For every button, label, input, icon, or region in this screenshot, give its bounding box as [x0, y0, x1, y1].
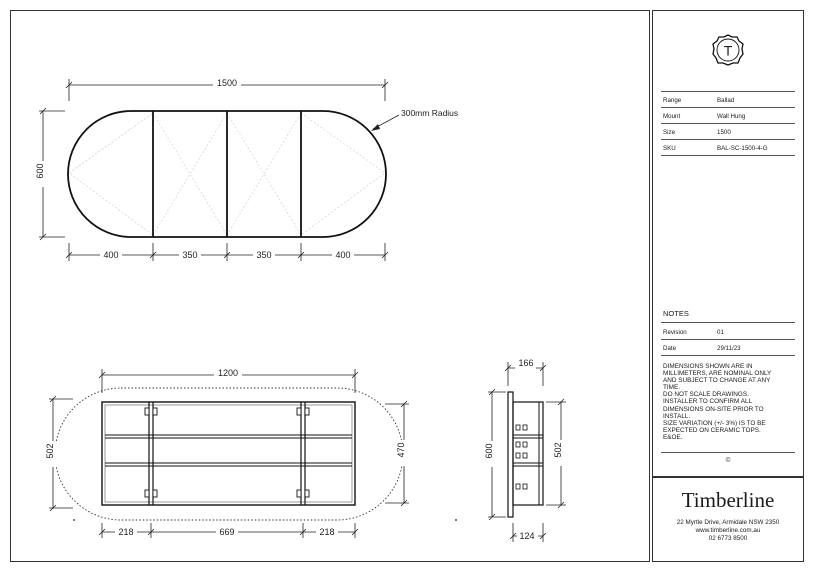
spec-label: Size [661, 123, 715, 140]
cabinet-body [101, 401, 356, 506]
brand-website: www.timberline.com.au [695, 527, 761, 534]
top-segment-2: 350 [182, 250, 197, 260]
notes-label: Revision [661, 324, 715, 340]
side-depth-label: 166 [518, 358, 533, 368]
panel-dividers [152, 111, 302, 237]
brand-address: 22 Myrtle Drive, Armidale NSW 2350 [676, 519, 780, 526]
disclaimer-line: DIMENSIONS SHOWN ARE IN [663, 363, 753, 370]
side-cabinet-body [512, 401, 544, 506]
top-segment-1: 400 [103, 250, 118, 260]
cabinet-partitions [148, 402, 306, 505]
notes-table: Revision 01 Date 29/11/23 [661, 324, 795, 356]
mirror-outline-dotted [54, 387, 404, 521]
disclaimer-line: E&OE. [663, 433, 683, 441]
disclaimer-line: EXPECTED ON CERAMIC TOPS. [663, 426, 761, 434]
spec-value: 1500 [715, 123, 795, 140]
spec-value: Ballad [715, 91, 795, 108]
mirror-outline [67, 110, 387, 238]
disclaimer-line: DIMENSIONS ON-SITE PRIOR TO [663, 405, 764, 413]
brand-logo-icon: T [712, 34, 744, 66]
front-segment-1: 218 [118, 527, 133, 537]
side-shelves [513, 402, 543, 505]
disclaimer-line: INSTALLER TO CONFIRM ALL [663, 398, 753, 406]
spec-value: BAL-SC-1500-4-G [715, 139, 795, 156]
spec-row-sku: SKU BAL-SC-1500-4-G [661, 139, 795, 156]
notes-row-revision: Revision 01 [661, 324, 795, 340]
technical-drawing: 1500 600 300mm Radius [35, 78, 568, 542]
spec-label: SKU [661, 139, 715, 156]
disclaimer-line: INSTALL. [663, 412, 691, 420]
spec-label: Mount [661, 107, 715, 124]
brand-phone: 02 6773 8500 [708, 535, 748, 542]
side-view: 166 600 502 [484, 358, 568, 542]
notes-title: NOTES [663, 309, 689, 318]
notes-label: Date [661, 339, 715, 356]
side-mirror-panel [507, 391, 514, 518]
side-base-label: 124 [519, 531, 534, 541]
top-view: 1500 600 300mm Radius [35, 78, 458, 261]
spec-label: Range [661, 91, 715, 108]
hinge-icons [144, 407, 310, 498]
side-height-right-label: 502 [553, 442, 563, 457]
radius-note: 300mm Radius [401, 108, 458, 118]
front-segment-3: 218 [319, 527, 334, 537]
disclaimer-line: MILLIMETERS, ARE NOMINAL ONLY [663, 370, 772, 378]
disclaimer-line: TIME. [663, 384, 681, 392]
top-segment-4: 400 [335, 250, 350, 260]
side-hinge-icons [515, 424, 528, 490]
logo-letter: T [724, 43, 733, 59]
cabinet-shelves [105, 434, 352, 467]
disclaimer-line: AND SUBJECT TO CHANGE AT ANY [663, 377, 771, 385]
disclaimer-line: SIZE VARIATION (+/- 3%) IS TO BE [663, 419, 766, 427]
spec-row-size: Size 1500 [661, 123, 795, 140]
spec-row-range: Range Ballad [661, 91, 795, 108]
front-view: 1200 502 470 [45, 368, 457, 538]
disclaimer-text: DIMENSIONS SHOWN ARE IN MILLIMETERS, ARE… [663, 363, 789, 441]
side-height-left-label: 600 [484, 443, 494, 458]
copyright-mark: © [725, 457, 731, 464]
front-segment-2: 669 [219, 527, 234, 537]
spec-table: Range Ballad Mount Wall Hung Size 1500 S… [661, 91, 795, 156]
drawing-frame: 1500 600 300mm Radius [10, 10, 650, 562]
top-height-label: 600 [35, 163, 45, 178]
notes-value: 29/11/23 [715, 339, 795, 356]
divider [661, 322, 795, 323]
front-height-right-label: 470 [396, 442, 406, 457]
disclaimer-line: DO NOT SCALE DRAWINGS. [663, 391, 749, 399]
brand-block: Timberline 22 Myrtle Drive, Armidale NSW… [652, 477, 804, 562]
notes-value: 01 [715, 324, 795, 340]
top-width-label: 1500 [217, 78, 237, 88]
spec-row-mount: Mount Wall Hung [661, 107, 795, 124]
notes-row-date: Date 29/11/23 [661, 339, 795, 356]
front-height-left-label: 502 [45, 443, 55, 458]
title-block: T Range Ballad Mount Wall Hung Size 1500… [652, 10, 804, 477]
top-segment-3: 350 [256, 250, 271, 260]
spec-value: Wall Hung [715, 107, 795, 124]
divider [661, 452, 795, 453]
brand-name: Timberline [681, 488, 775, 512]
front-width-label: 1200 [218, 368, 238, 378]
